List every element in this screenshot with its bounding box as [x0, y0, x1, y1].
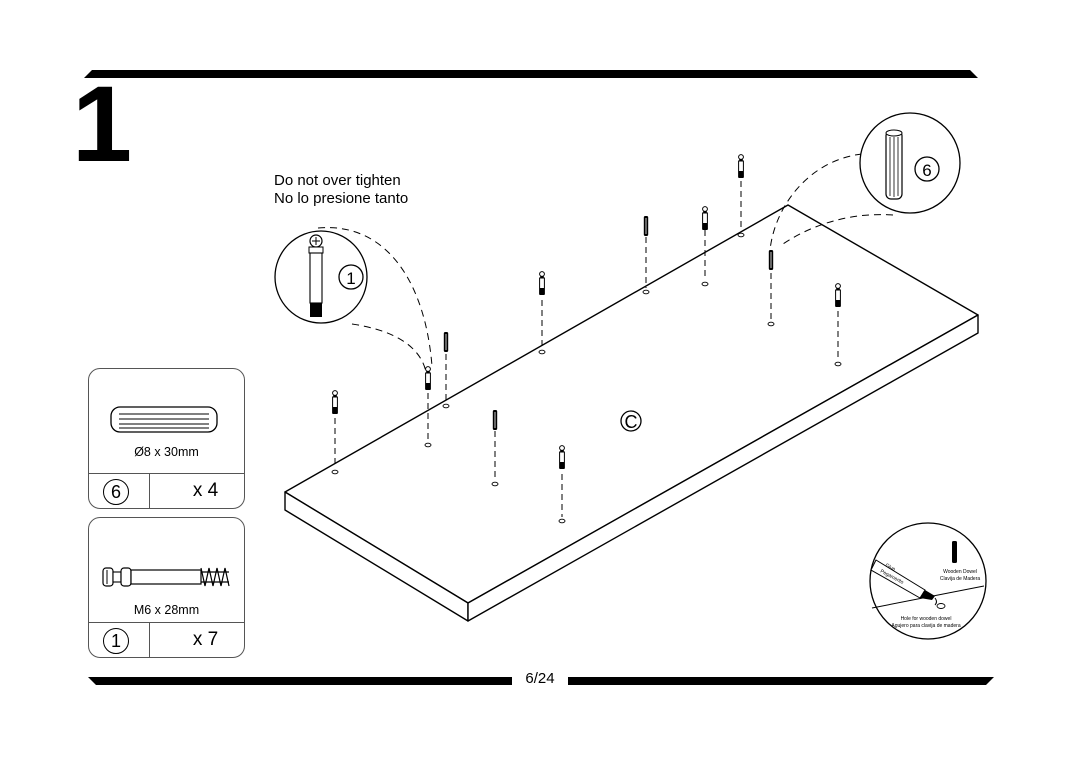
part-size-label: Ø8 x 30mm — [134, 445, 199, 459]
cam-bolt-magnified-icon — [308, 234, 324, 317]
svg-text:1: 1 — [346, 269, 355, 288]
step-number: 1 — [72, 63, 132, 184]
svg-text:6: 6 — [922, 161, 931, 180]
part-quantity: x 4 — [192, 479, 219, 501]
panel-label: C — [620, 410, 642, 432]
bottom-rule — [88, 677, 994, 685]
part-card-cam-bolt: M6 x 28mm 1 x 7 — [88, 517, 245, 658]
svg-text:Hole for wooden dowel: Hole for wooden dowel — [901, 616, 952, 622]
part-id-badge: 6 — [103, 479, 129, 505]
page-number: 6/24 — [512, 670, 568, 688]
part-quantity: x 7 — [192, 628, 219, 650]
svg-text:C: C — [625, 412, 638, 432]
cam-bolt-icon — [102, 567, 230, 587]
svg-text:Wooden Dowel: Wooden Dowel — [943, 569, 977, 575]
svg-text:Glue: Glue — [884, 562, 896, 572]
part-id-badge: 1 — [103, 628, 129, 654]
warning-text: Do not over tighten No lo presione tanto — [274, 172, 408, 208]
part-size-label: M6 x 28mm — [133, 603, 200, 617]
svg-text:Clavija de Madera: Clavija de Madera — [940, 576, 981, 582]
insertion-guides — [334, 181, 839, 517]
svg-text:Agujero para clavija de madera: Agujero para clavija de madera — [891, 623, 960, 629]
cam-bolt-callout: 1 — [274, 227, 433, 373]
glue-bottle-icon — [870, 559, 937, 606]
glue-detail: Glue Pegamento Wooden Dowel Clavija de M… — [869, 522, 987, 640]
dowel-icon — [952, 541, 957, 563]
dowel-magnified-icon — [885, 129, 903, 200]
warning-line-es: No lo presione tanto — [274, 190, 409, 207]
warning-line-en: Do not over tighten — [274, 172, 401, 189]
wooden-dowel-icon — [110, 406, 218, 433]
panel-c — [284, 204, 979, 622]
top-rule — [84, 70, 978, 78]
dowel-callout: 6 — [769, 112, 961, 251]
part-card-dowel: Ø8 x 30mm 6 x 4 — [88, 368, 245, 509]
